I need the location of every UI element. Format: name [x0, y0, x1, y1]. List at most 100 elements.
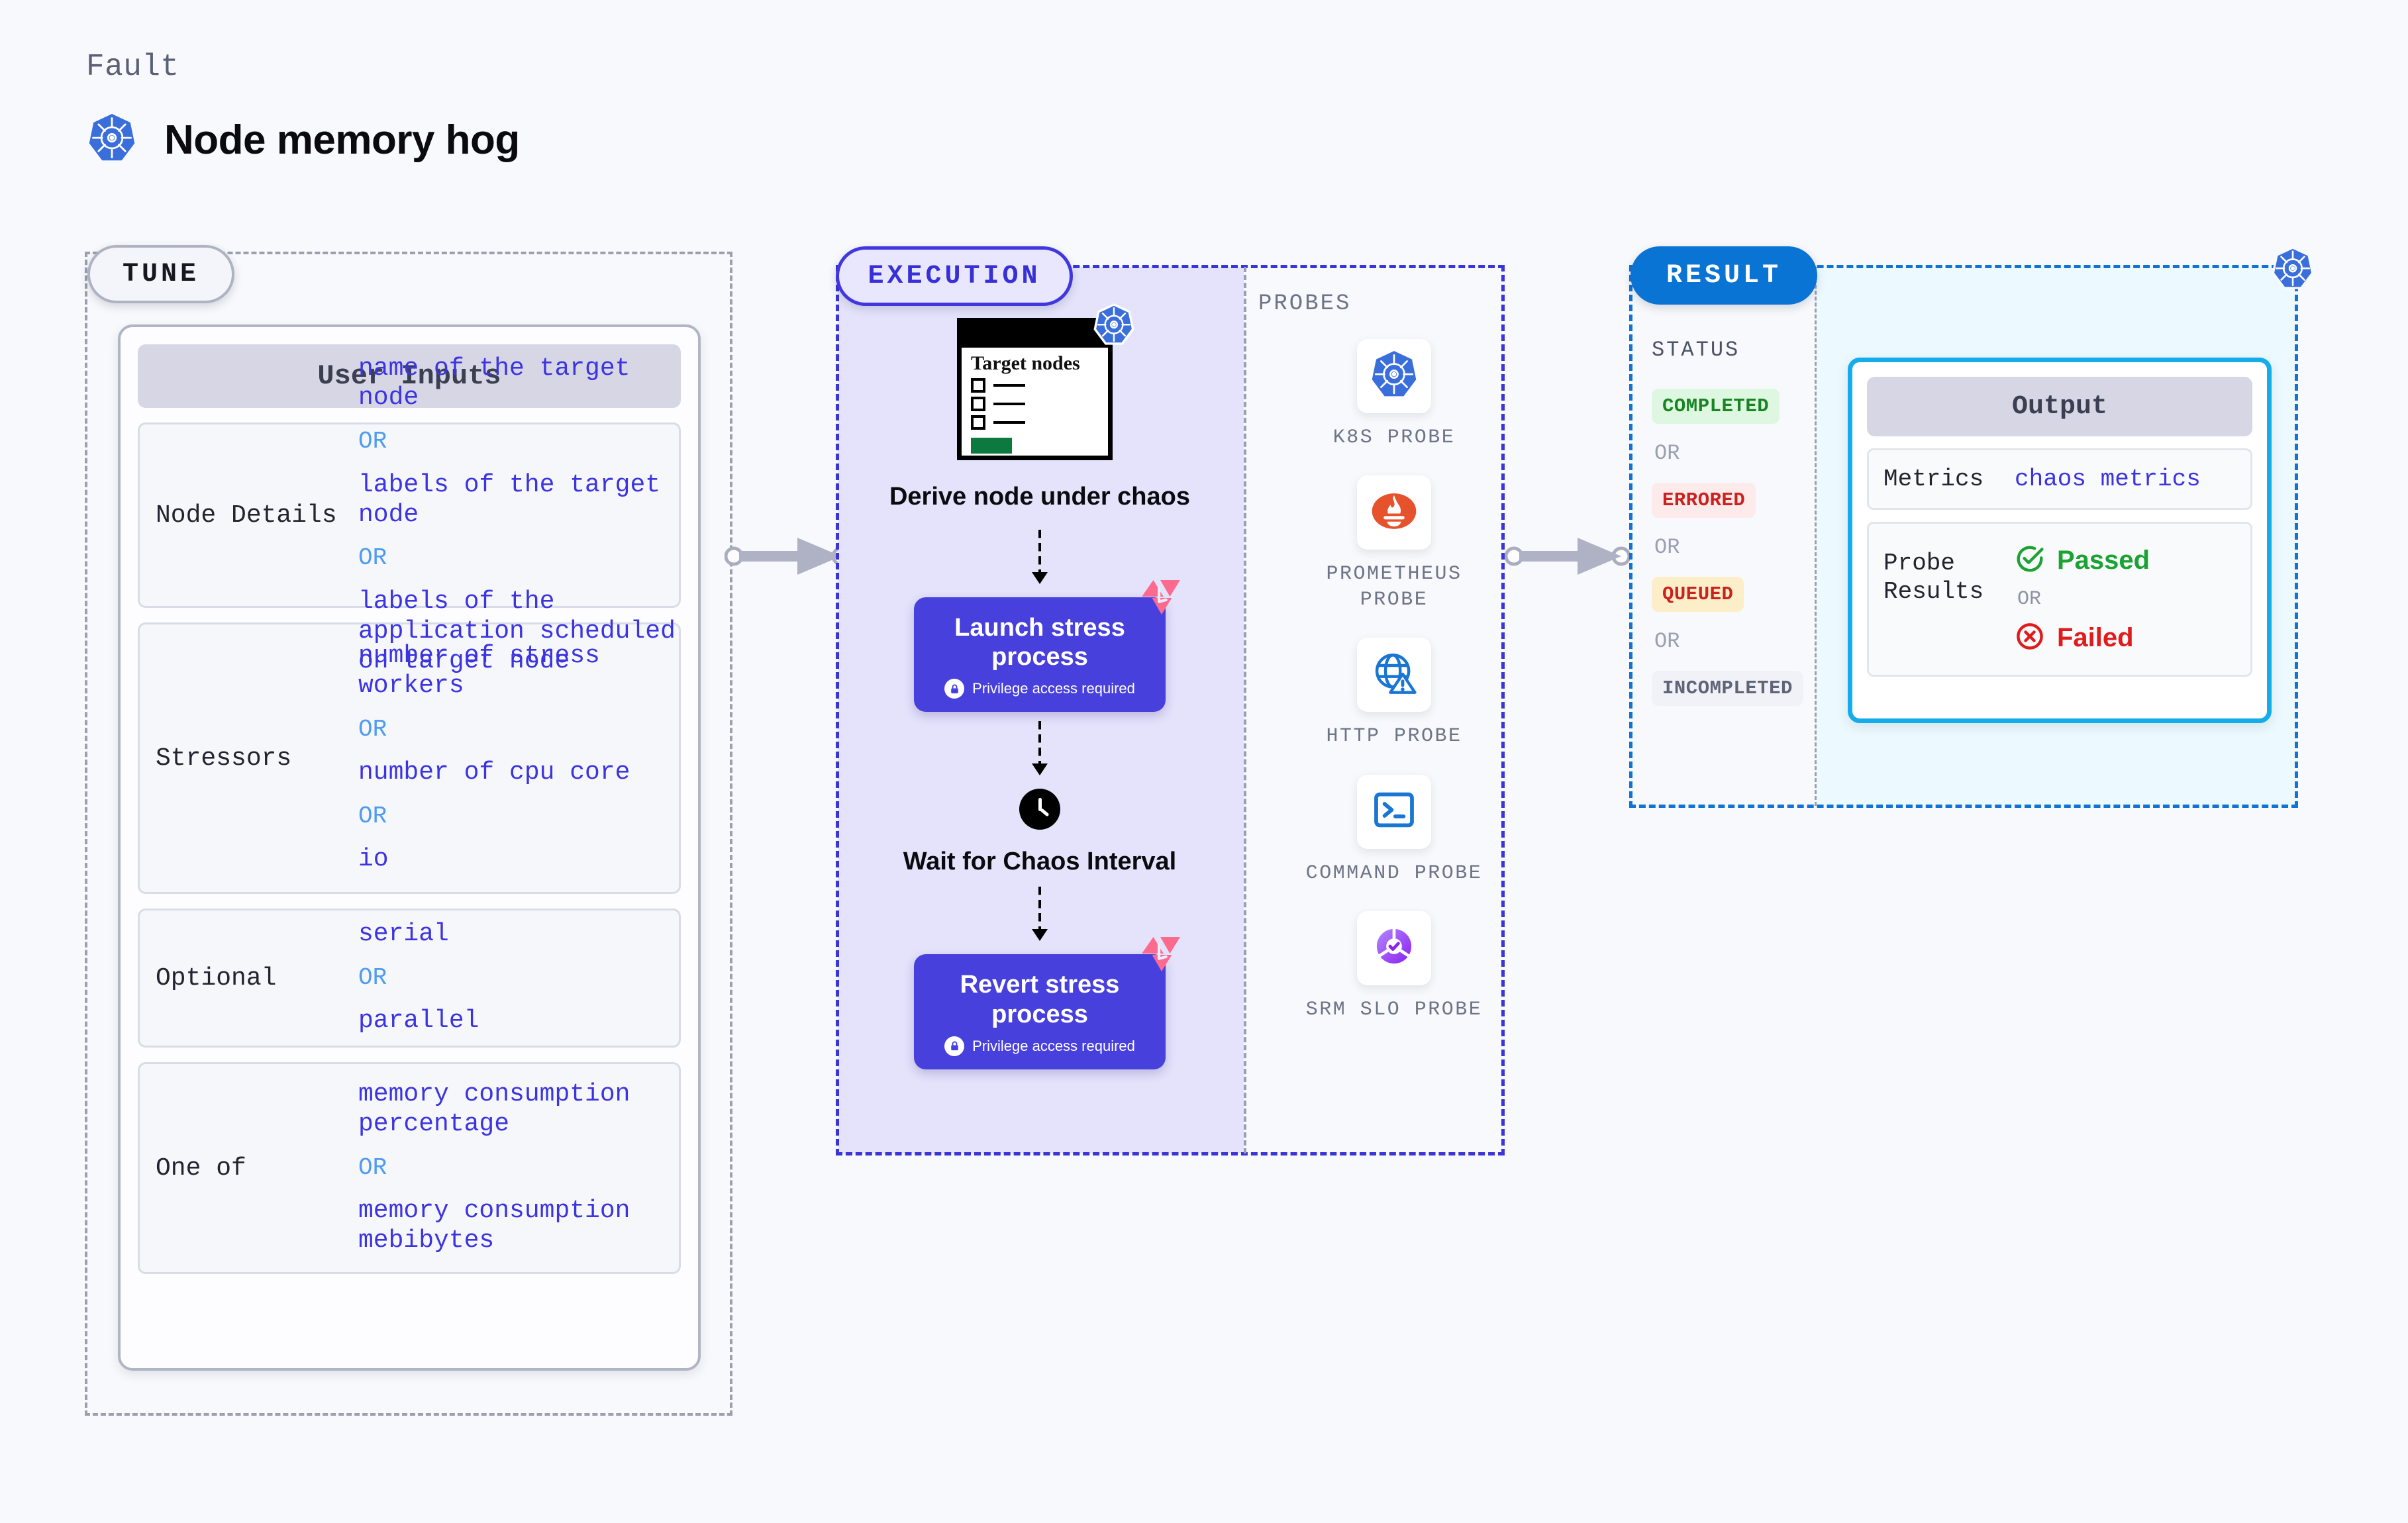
probes-divider [1244, 267, 1246, 1154]
kubernetes-icon [87, 113, 136, 168]
user-inputs-title: User Inputs [138, 344, 681, 408]
execution-region-border [836, 265, 1505, 1155]
derive-node-visual: Target nodes [957, 303, 1134, 465]
output-row-key: Probe Results [1883, 550, 1984, 606]
input-separator: OR [358, 1154, 387, 1181]
input-separator: OR [358, 963, 387, 991]
probe-result-failed: Failed [2015, 621, 2150, 655]
input-row-key: One of [156, 1154, 246, 1183]
srm-slo-icon [1370, 922, 1418, 973]
page-title: Node memory hog [164, 117, 520, 163]
input-separator: OR [358, 715, 387, 743]
probe-list: K8S PROBE PROMETHEUS PROBE [1295, 339, 1493, 1022]
probe-tile [1357, 638, 1431, 712]
execution-pill[interactable]: EXECUTION [836, 246, 1073, 306]
input-row-optional: Optional serial OR parallel [138, 909, 681, 1048]
status-separator: OR [1654, 535, 1680, 560]
status-separator: OR [1654, 441, 1680, 466]
revert-stress-step[interactable]: Revert stress process Privilege access r… [914, 936, 1180, 1069]
lock-icon [944, 1036, 965, 1056]
status-divider [1815, 267, 1817, 806]
probe-tile [1356, 910, 1431, 985]
terminal-prompt-icon [1370, 786, 1418, 837]
step-label: Launch stress process [954, 613, 1125, 671]
harness-icon [1142, 936, 1180, 975]
probe-label: SRM SLO PROBE [1305, 998, 1483, 1021]
input-row-key: Node Details [156, 501, 337, 530]
step-note: Privilege access required [926, 679, 1154, 699]
probe-result-label: Passed [2057, 546, 2150, 575]
line-placeholder [993, 420, 1025, 424]
input-row-key: Optional [156, 963, 277, 993]
fault-eyebrow: Fault [86, 50, 179, 84]
harness-icon [1142, 579, 1180, 618]
input-value: labels of the application scheduled on t… [358, 587, 676, 675]
checkbox-icon [971, 396, 985, 411]
probe-item-http[interactable]: HTTP PROBE [1326, 638, 1462, 749]
input-row-stressors: Stressors number of stress workers OR nu… [138, 622, 681, 894]
status-column: STATUS COMPLETED OR ERRORED OR QUEUED OR… [1652, 338, 1811, 706]
checkbox-icon [971, 415, 985, 430]
probe-label: HTTP PROBE [1326, 725, 1462, 748]
probe-result-separator: OR [2017, 588, 2042, 611]
x-circle-icon [2015, 621, 2045, 655]
connector-tune-to-execution [725, 538, 850, 575]
input-value: number of stress workers [358, 641, 600, 700]
terminal-line [962, 411, 1108, 430]
terminal-window: Target nodes [957, 318, 1113, 460]
probe-item-k8s[interactable]: K8S PROBE [1333, 339, 1456, 450]
terminal-progress-bar [971, 437, 1012, 454]
input-value: labels of the target node [358, 470, 661, 529]
execution-region [836, 265, 1505, 1155]
kubernetes-icon [1093, 303, 1134, 350]
status-label: STATUS [1652, 338, 1740, 362]
step-note-text: Privilege access required [972, 1037, 1135, 1054]
step-label: Derive node under chaos [889, 483, 1190, 511]
connector-execution-to-result [1505, 538, 1630, 575]
input-row-key: Stressors [156, 744, 292, 773]
input-value: name of the target node [358, 354, 630, 413]
output-row-probe-results: Probe Results Passed OR [1867, 522, 2252, 677]
flow-arrow [1032, 529, 1048, 584]
result-region-border [1629, 265, 2298, 808]
flow-arrow [1032, 721, 1048, 776]
probe-item-prometheus[interactable]: PROMETHEUS PROBE [1295, 475, 1493, 613]
input-value: serial [358, 919, 449, 948]
input-value: parallel [358, 1007, 479, 1036]
launch-stress-step[interactable]: Launch stress process Privilege access r… [914, 579, 1180, 712]
terminal-line [962, 393, 1108, 411]
clock-icon [1019, 789, 1060, 830]
probe-label: K8S PROBE [1332, 426, 1456, 449]
terminal-titlebar [962, 322, 1108, 348]
input-separator: OR [358, 802, 387, 830]
output-row-metrics: Metrics chaos metrics [1867, 448, 2252, 511]
tune-pill[interactable]: TUNE [87, 245, 234, 303]
fault-title-row: Node memory hog [87, 113, 520, 168]
terminal-line [962, 374, 1108, 393]
step-note-text: Privilege access required [972, 680, 1135, 697]
status-separator: OR [1654, 629, 1680, 654]
result-region [1629, 265, 2298, 808]
result-pill[interactable]: RESULT [1630, 246, 1817, 305]
tune-region-border [85, 252, 732, 1416]
status-badge: QUEUED [1652, 577, 1744, 612]
input-separator: OR [358, 428, 387, 456]
line-placeholder [993, 402, 1025, 405]
execution-flow: Target nodes Derive node under chaos [874, 303, 1205, 1069]
status-badge: COMPLETED [1652, 389, 1780, 424]
step-label: Revert stress process [960, 970, 1120, 1028]
probe-tile [1356, 774, 1431, 849]
status-badge: ERRORED [1652, 483, 1756, 518]
status-badge: INCOMPLETED [1652, 671, 1803, 706]
input-row-node-details: Node Details name of the target node OR … [138, 354, 681, 675]
terminal-title: Target nodes [971, 352, 1080, 374]
probe-label: COMMAND PROBE [1305, 861, 1483, 885]
globe-warning-icon [1370, 649, 1419, 701]
probe-item-srm-slo[interactable]: SRM SLO PROBE [1305, 910, 1483, 1022]
user-inputs-card: User Inputs Node Details name of the tar… [118, 324, 701, 1371]
prometheus-icon [1370, 487, 1419, 539]
probe-item-command[interactable]: COMMAND PROBE [1305, 774, 1483, 886]
check-circle-icon [2015, 544, 2045, 577]
output-row-value: chaos metrics [2015, 466, 2201, 493]
input-row-values: number of stress workers OR number of cp… [358, 642, 679, 875]
